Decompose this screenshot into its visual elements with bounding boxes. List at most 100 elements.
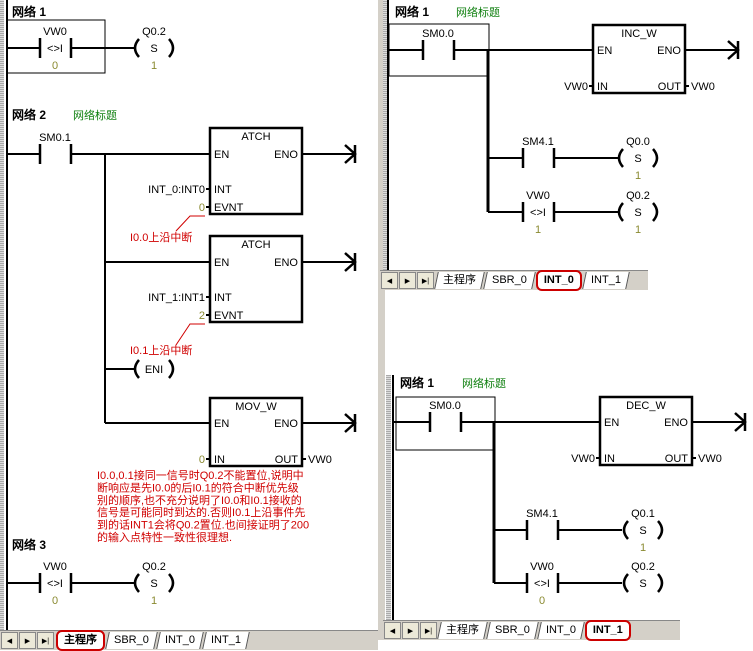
coil-q0-1[interactable]: SQ0.11 xyxy=(622,508,664,554)
tab-int1[interactable]: INT_1 xyxy=(584,620,631,641)
coil-right-paren xyxy=(657,573,664,593)
instruction-name: INC_W xyxy=(621,28,657,40)
coil-q0-2[interactable]: SQ0.21 xyxy=(133,561,175,607)
coil-left-paren xyxy=(133,38,140,58)
last-tab-button[interactable]: ▶| xyxy=(37,632,54,649)
network-2-label: 网络 2 xyxy=(12,107,46,122)
coil-q0-2[interactable]: SQ0.21 xyxy=(133,26,175,72)
contact-vw0[interactable]: VW0<>I0 xyxy=(525,561,560,607)
tab-sbr0[interactable]: SBR_0 xyxy=(486,622,539,639)
power-flow-end-icon xyxy=(344,252,357,272)
network-3-label: 网络 3 xyxy=(12,537,46,552)
contact-value: 0 xyxy=(52,595,58,607)
pin-value-in: VW0 xyxy=(564,81,588,93)
main-tab-bar: ◀▶▶| 主程序 SBR_0 INT_0 INT_1 xyxy=(0,630,378,651)
comment-line: 断响应是先I0.0的后I0.1的符合中断优先级 xyxy=(97,480,299,494)
contact-vw0[interactable]: VW0<>I1 xyxy=(521,190,556,236)
tab-int1[interactable]: INT_1 xyxy=(582,272,630,289)
instruction-box xyxy=(598,395,694,467)
tab-int1[interactable]: INT_1 xyxy=(202,632,250,649)
coil-type: ENI xyxy=(145,364,163,376)
contact-vw0[interactable]: VW0<>I0 xyxy=(38,26,73,72)
first-tab-button[interactable]: ◀ xyxy=(381,272,398,289)
instruction-box xyxy=(208,126,304,216)
tab-label: INT_0 xyxy=(543,274,574,286)
instruction-box xyxy=(208,234,304,324)
pin-int: INT xyxy=(214,292,232,304)
pin-en: EN xyxy=(597,45,612,57)
annotation-leader xyxy=(175,215,205,232)
coil-address: Q0.2 xyxy=(142,26,166,38)
contact-sm4-1[interactable]: SM4.1 xyxy=(525,508,560,540)
instruction-name: ATCH xyxy=(241,131,270,143)
network-2-title: 网络标题 xyxy=(73,108,117,122)
tab-int0[interactable]: INT_0 xyxy=(537,622,585,639)
instruction-name: MOV_W xyxy=(235,401,277,413)
contact-sm0-1[interactable]: SM0.1 xyxy=(38,132,73,164)
contact-address: SM0.1 xyxy=(39,132,71,144)
pin-value-out: VW0 xyxy=(308,454,332,466)
contact-address: SM4.1 xyxy=(522,136,554,148)
prev-tab-button[interactable]: ▶ xyxy=(19,632,36,649)
tab-int0[interactable]: INT_0 xyxy=(156,632,204,649)
tab-int0[interactable]: INT_0 xyxy=(535,270,582,291)
tab-sbr0[interactable]: SBR_0 xyxy=(483,272,536,289)
coil-type: S xyxy=(634,207,641,219)
power-flow-end-icon xyxy=(344,144,357,164)
main-vertical-scrollbar[interactable] xyxy=(378,0,385,640)
coil-left-paren xyxy=(622,520,629,540)
contact-sm0-0[interactable]: SM0.0 xyxy=(421,28,456,60)
coil-q0-2[interactable]: SQ0.2 xyxy=(622,561,664,593)
contact-operator: <>I xyxy=(47,43,63,55)
instruction-name: ATCH xyxy=(241,239,270,251)
coil-address: Q0.2 xyxy=(626,190,650,202)
coil-q0-2[interactable]: SQ0.21 xyxy=(617,190,659,236)
coil-right-paren xyxy=(652,202,659,222)
contact-vw0[interactable]: VW0<>I0 xyxy=(38,561,73,607)
tab-main[interactable]: 主程序 xyxy=(434,272,485,289)
pin-value-out: VW0 xyxy=(698,453,722,465)
prev-tab-button[interactable]: ▶ xyxy=(402,622,419,639)
contact-value: 0 xyxy=(52,60,58,72)
coil-address: Q0.1 xyxy=(631,508,655,520)
pin-in: IN xyxy=(604,453,615,465)
coil-left-paren xyxy=(133,573,140,593)
tab-label: 主程序 xyxy=(443,274,476,286)
comment-line: 信号是可能同时到达的.否则I0.1上沿事件先 xyxy=(97,505,305,519)
contact-sm4-1[interactable]: SM4.1 xyxy=(521,136,556,168)
coil-address: Q0.2 xyxy=(631,561,655,573)
tab-main[interactable]: 主程序 xyxy=(437,622,488,639)
pin-value-int: INT_1:INT1 xyxy=(148,292,205,304)
network-1-title: 网络标题 xyxy=(456,5,500,19)
tab-label: INT_1 xyxy=(210,634,241,646)
power-flow-end-icon xyxy=(344,413,357,433)
contact-address: VW0 xyxy=(530,561,554,573)
tab-main[interactable]: 主程序 xyxy=(56,630,105,651)
pin-en: EN xyxy=(214,149,229,161)
coil-q0-0[interactable]: SQ0.01 xyxy=(617,136,659,182)
contact-sm0-0[interactable]: SM0.0 xyxy=(428,400,463,432)
coil-right-paren xyxy=(657,520,664,540)
coil-type: S xyxy=(150,578,157,590)
last-tab-button[interactable]: ▶| xyxy=(420,622,437,639)
pin-eno: ENO xyxy=(657,45,681,57)
tab-sbr0[interactable]: SBR_0 xyxy=(105,632,158,649)
comment-line: 别的顺序,也不充分说明了I0.0和I0.1接收的 xyxy=(97,493,302,507)
contact-operator: <>I xyxy=(47,578,63,590)
last-tab-button[interactable]: ▶| xyxy=(417,272,434,289)
eni-coil[interactable]: ENI xyxy=(133,359,175,379)
first-tab-button[interactable]: ◀ xyxy=(1,632,18,649)
first-tab-button[interactable]: ◀ xyxy=(384,622,401,639)
coil-type: S xyxy=(150,43,157,55)
coil-value: 1 xyxy=(640,542,646,554)
power-flow-end-icon xyxy=(734,412,747,432)
prev-tab-button[interactable]: ▶ xyxy=(399,272,416,289)
pin-en: EN xyxy=(604,417,619,429)
tab-label: 主程序 xyxy=(64,634,97,646)
tab-label: SBR_0 xyxy=(114,634,149,646)
